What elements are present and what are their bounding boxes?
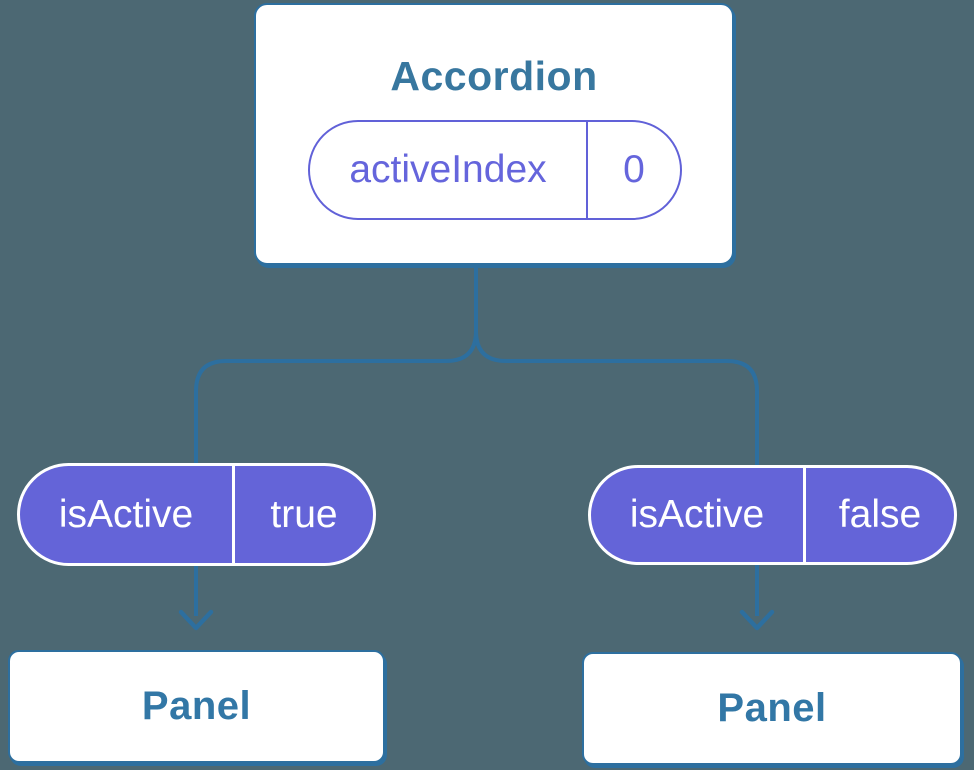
- panel-component-card-right: Panel: [582, 652, 962, 765]
- prop-name: isActive: [629, 493, 765, 536]
- panel-title: Panel: [141, 684, 252, 728]
- prop-value: true: [270, 492, 338, 536]
- connector-right-branch: [474, 262, 759, 616]
- prop-name: isActive: [58, 492, 194, 536]
- accordion-title: Accordion: [390, 53, 598, 99]
- pill-divider: [586, 122, 588, 218]
- prop-value: false: [838, 493, 922, 536]
- arrow-down-right-icon: [739, 609, 775, 631]
- prop-pill-isactive-false: isActive false: [588, 465, 957, 565]
- panel-title: Panel: [717, 686, 827, 730]
- connector-left-branch: [194, 262, 478, 616]
- state-value: 0: [623, 148, 645, 191]
- pill-divider: [803, 468, 806, 562]
- arrow-down-left-icon: [178, 609, 214, 631]
- state-name: activeIndex: [349, 148, 547, 191]
- prop-pill-isactive-true: isActive true: [17, 463, 376, 566]
- panel-component-card-left: Panel: [8, 650, 385, 763]
- state-pill-activeindex: activeIndex 0: [308, 120, 682, 220]
- accordion-component-card: Accordion activeIndex 0: [254, 3, 734, 265]
- pill-divider: [232, 466, 235, 563]
